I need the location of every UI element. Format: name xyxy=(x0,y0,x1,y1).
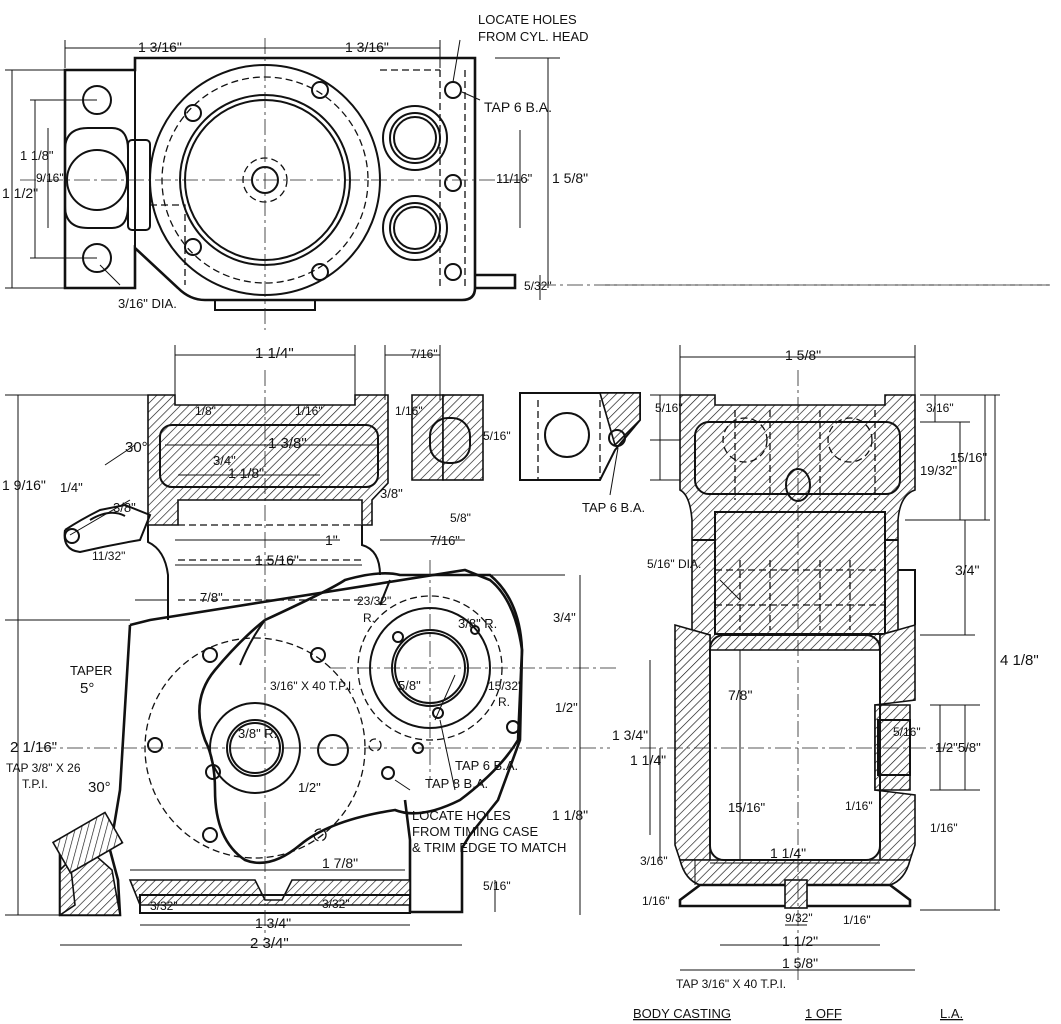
dim-side-1-16-d: 1/16" xyxy=(843,913,871,927)
dim-5-16-port-a: 5/16" xyxy=(483,429,511,443)
dim-plan-h-inner: 1 1/8" xyxy=(20,148,54,163)
dim-11-32: 11/32" xyxy=(92,549,125,563)
dim-3-32-a: 3/32" xyxy=(150,899,178,913)
dim-side-1-2: 1/2" xyxy=(935,740,958,755)
radius-15-32-r: R. xyxy=(498,695,510,709)
dim-bore-w: 1 1/4" xyxy=(255,345,294,362)
note-locate-holes-1: LOCATE HOLES xyxy=(478,12,577,27)
dim-plan-w-left: 1 3/16" xyxy=(138,39,182,55)
dim-1: 1" xyxy=(325,532,338,548)
dim-5-8: 5/8" xyxy=(450,511,471,525)
dim-side-4-1-8: 4 1/8" xyxy=(1000,652,1039,669)
dim-1-8: 1/8" xyxy=(195,404,216,418)
dim-side-1-1-4: 1 1/4" xyxy=(630,752,666,768)
note-tap-8ba-front: TAP 8 B.A. xyxy=(425,776,488,791)
dim-3-8-b: 3/8" xyxy=(380,486,403,501)
angle-30-lower: 30° xyxy=(88,779,111,796)
dim-side-5-8: 5/8" xyxy=(958,740,981,755)
dim-side-15-16-b: 15/16" xyxy=(728,800,766,815)
dim-1-3-4-side: 1 3/4" xyxy=(612,727,648,743)
dim-side-1-1-2: 1 1/2" xyxy=(782,933,818,949)
dim-1-16-a: 1/16" xyxy=(295,404,323,418)
dim-2-3-4: 2 3/4" xyxy=(250,935,289,952)
dim-plan-h-ports: 11/16" xyxy=(496,171,533,186)
plan-labels: 1 3/16" 1 3/16" 1 1/2" 1 1/8" 9/16" 11/1… xyxy=(2,12,589,311)
dim-7-8: 7/8" xyxy=(200,590,223,605)
dim-plan-h-slot: 9/16" xyxy=(36,171,64,185)
angle-30-upper: 30° xyxy=(125,439,148,456)
note-tpi: T.P.I. xyxy=(22,777,48,791)
note-locate-timing-1: LOCATE HOLES xyxy=(412,808,511,823)
dim-side-1-16-a: 1/16" xyxy=(845,799,873,813)
note-locate-timing-3: & TRIM EDGE TO MATCH xyxy=(412,840,566,855)
title-quantity: 1 OFF xyxy=(805,1006,842,1021)
dim-5-16: 5/16" xyxy=(483,879,511,893)
dim-3-4-b: 3/4" xyxy=(553,610,576,625)
title-block: BODY CASTING 1 OFF L.A. xyxy=(633,1006,963,1021)
dim-side-3-4: 3/4" xyxy=(955,562,979,578)
note-taper-angle: 5° xyxy=(80,680,94,697)
dim-side-1-5-8-b: 1 5/8" xyxy=(782,955,818,971)
dim-1-16-b: 1/16" xyxy=(395,404,423,418)
side-view xyxy=(540,284,1050,980)
dim-1-7-8: 1 7/8" xyxy=(322,855,358,871)
radius-23-32-r: R. xyxy=(363,611,375,625)
dim-side-7-8: 7/8" xyxy=(728,687,752,703)
dim-port-w: 7/16" xyxy=(410,347,438,361)
dim-side-1-1-4-b: 1 1/4" xyxy=(770,845,806,861)
title-part: BODY CASTING xyxy=(633,1006,731,1021)
dim-side-5-16: 5/16" xyxy=(893,725,921,739)
dim-side-3-16: 3/16" xyxy=(926,401,954,415)
dim-plan-lug: 5/32" xyxy=(524,279,552,293)
dim-plan-w-right: 1 3/16" xyxy=(345,39,389,55)
front-labels: 1 1/4" 7/16" 1/8" 1/16" 1/16" 1 3/8" 3/4… xyxy=(2,345,683,952)
dim-side-15-16: 15/16" xyxy=(950,450,988,465)
dim-5-16-port-b: 5/16" xyxy=(655,401,683,415)
radius-3-8-a: 3/8" R. xyxy=(458,616,497,631)
radius-23-32: 23/32" xyxy=(357,594,391,608)
dim-side-9-32: 9/32" xyxy=(785,911,813,925)
note-tap-6ba-mid: TAP 6 B.A. xyxy=(582,500,645,515)
dim-3-4: 3/4" xyxy=(213,453,236,468)
dim-5-8-b: 5/8" xyxy=(398,678,421,693)
dim-3-8: 3/8" xyxy=(113,500,136,515)
note-tap-3-16-40-front: 3/16" X 40 T.P.I. xyxy=(270,679,355,693)
dim-1-3-8: 1 3/8" xyxy=(268,435,307,452)
note-locate-timing-2: FROM TIMING CASE xyxy=(412,824,538,839)
dim-1-4: 1/4" xyxy=(60,480,83,495)
dim-plan-h-right: 1 5/8" xyxy=(552,170,588,186)
note-tap-3-8: TAP 3/8" X 26 xyxy=(6,761,81,775)
note-taper: TAPER xyxy=(70,663,112,678)
dim-3-32-b: 3/32" xyxy=(322,897,350,911)
dim-1-1-8-b: 1 1/8" xyxy=(552,807,588,823)
dim-1-2-b: 1/2" xyxy=(298,780,321,795)
dim-side-3-16-b: 3/16" xyxy=(640,854,668,868)
front-view xyxy=(5,345,620,946)
note-dia-3-16: 3/16" DIA. xyxy=(118,296,177,311)
dim-2-1-16: 2 1/16" xyxy=(10,739,57,756)
note-tap-3-16-40-side: TAP 3/16" X 40 T.P.I. xyxy=(676,977,786,991)
radius-15-32: 15/32" xyxy=(488,679,522,693)
dim-1-3-4: 1 3/4" xyxy=(255,915,291,931)
note-dia-5-16: 5/16" DIA. xyxy=(647,557,701,571)
dim-1-9-16: 1 9/16" xyxy=(2,477,46,493)
dim-1-1-8: 1 1/8" xyxy=(228,465,264,481)
dim-side-width: 1 5/8" xyxy=(785,347,821,363)
note-tap-6ba-top: TAP 6 B.A. xyxy=(484,99,552,115)
dim-side-19-32: 19/32" xyxy=(920,463,958,478)
dim-1-5-16: 1 5/16" xyxy=(255,552,299,568)
dim-side-1-16-b: 1/16" xyxy=(930,821,958,835)
side-labels: 1 5/8" 3/16" 15/16" 19/32" 3/4" 4 1/8" 7… xyxy=(630,347,1039,991)
dim-plan-h-total: 1 1/2" xyxy=(2,185,38,201)
note-locate-holes-2: FROM CYL. HEAD xyxy=(478,29,589,44)
note-tap-6ba-front: TAP 6 B.A. xyxy=(455,758,518,773)
dim-7-16: 7/16" xyxy=(430,533,460,548)
dim-side-1-16-c: 1/16" xyxy=(642,894,670,908)
title-initials: L.A. xyxy=(940,1006,963,1021)
radius-3-8-b: 3/8" R. xyxy=(238,726,277,741)
plan-view xyxy=(5,38,1050,330)
dim-1-2: 1/2" xyxy=(555,700,578,715)
side-flange-view xyxy=(519,392,680,496)
